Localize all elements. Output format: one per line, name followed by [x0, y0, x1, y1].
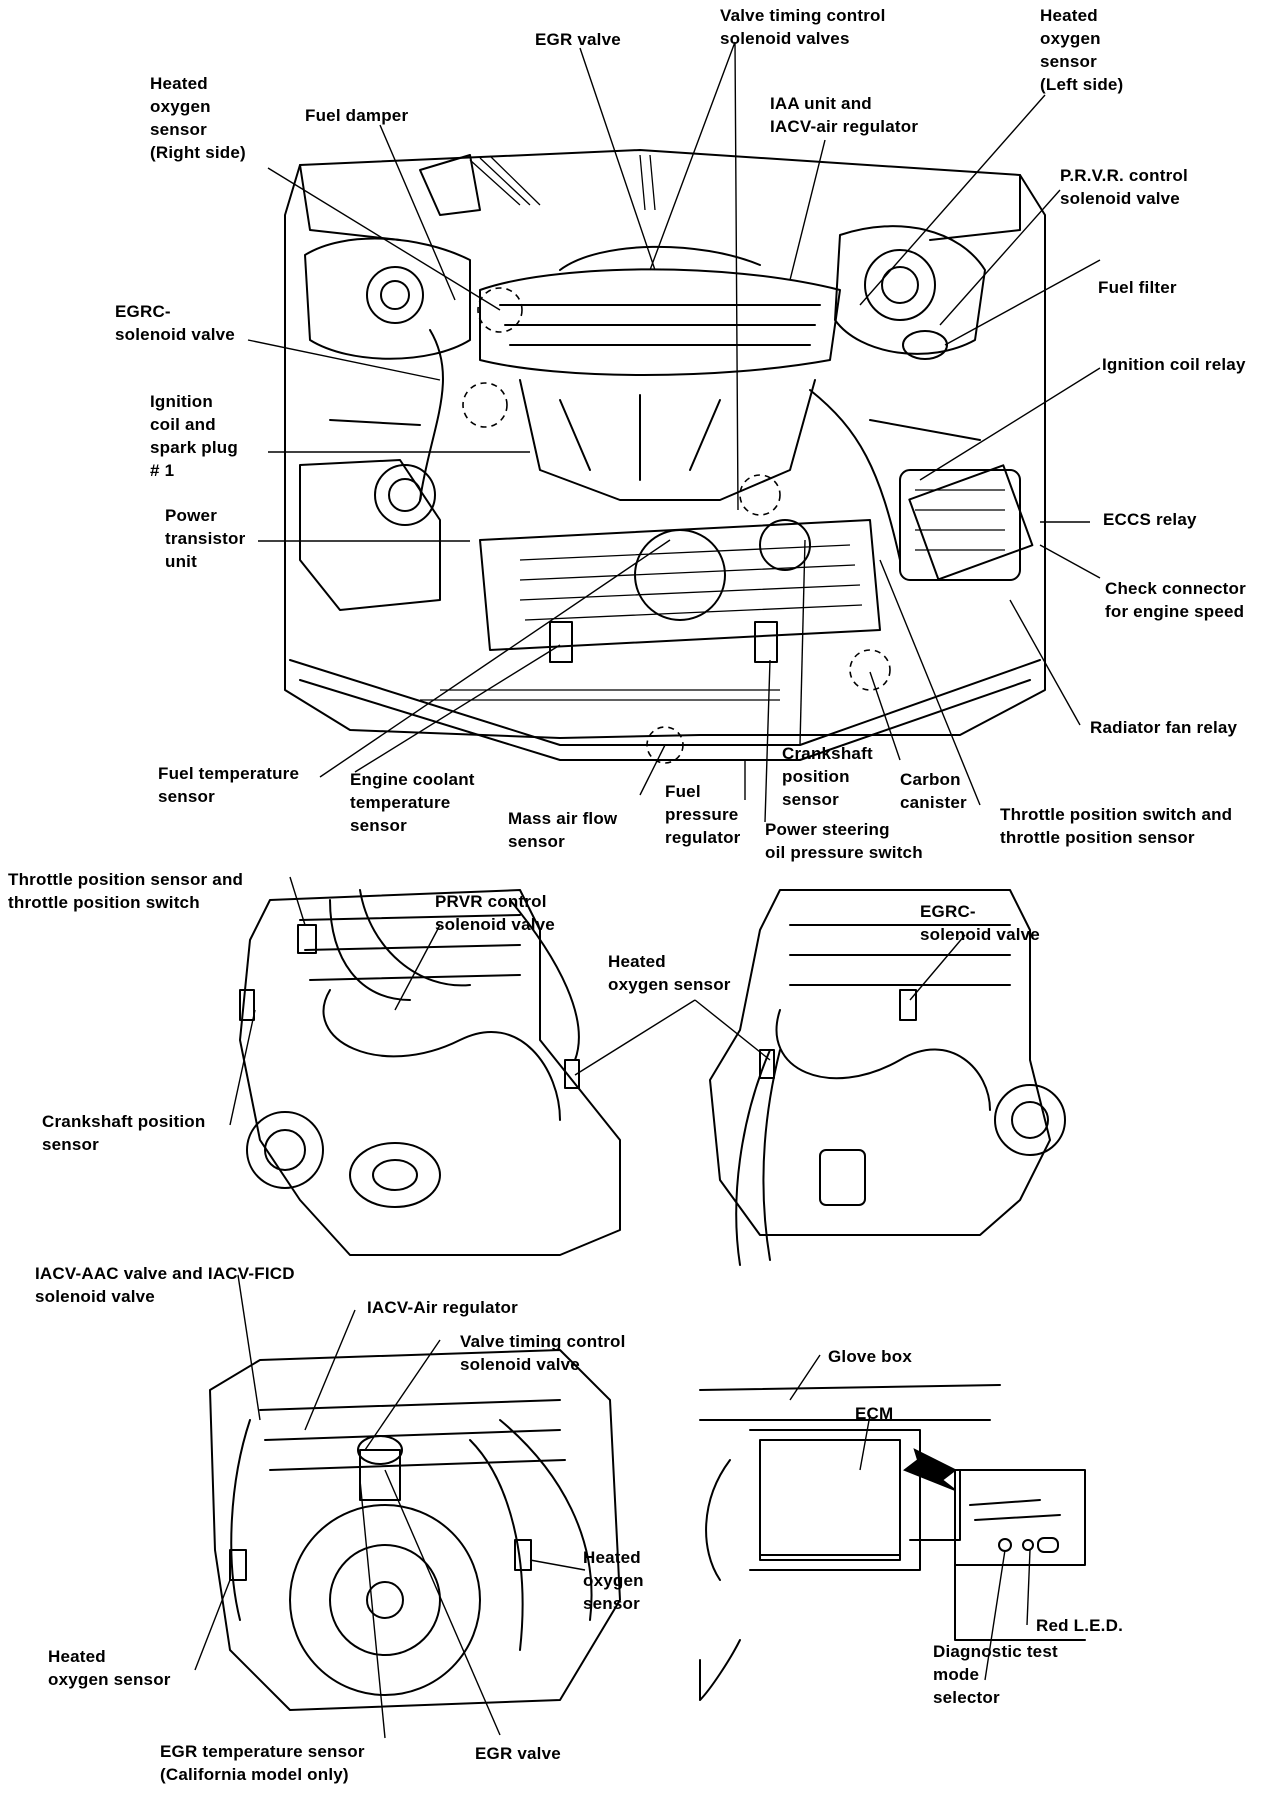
engine-left-side-view: [239, 889, 621, 1256]
label-engine-coolant: Engine coolant temperature sensor: [350, 770, 475, 835]
label-check-connector: Check connector for engine speed: [1105, 579, 1246, 621]
label-valve-timing-top: Valve timing control solenoid valves: [720, 6, 886, 48]
label-glove-box: Glove box: [828, 1347, 912, 1366]
label-eccs-relay: ECCS relay: [1103, 510, 1197, 529]
label-diag-selector: Diagnostic test mode selector: [933, 1642, 1058, 1707]
label-power-transistor: Power transistor unit: [165, 506, 246, 571]
label-prvr-mid: PRVR control solenoid valve: [435, 892, 555, 934]
leader-lines-top: [247, 41, 1101, 823]
label-prvr-top: P.R.V.R. control solenoid valve: [1060, 166, 1188, 208]
label-fuel-filter: Fuel filter: [1098, 278, 1177, 297]
label-heated-o2-left: Heated oxygen sensor (Left side): [1040, 6, 1124, 94]
label-iacv-aac: IACV-AAC valve and IACV-FICD solenoid va…: [35, 1264, 295, 1306]
label-iaa-unit: IAA unit and IACV-air regulator: [770, 94, 919, 136]
label-egr-temp: EGR temperature sensor (California model…: [160, 1742, 365, 1784]
label-heated-o2-right: Heated oxygen sensor (Right side): [150, 74, 246, 162]
leader-lines-mid-left: [229, 876, 771, 1126]
label-ecm: ECM: [855, 1404, 894, 1423]
label-radiator-fan-relay: Radiator fan relay: [1090, 718, 1238, 737]
label-iacv-air: IACV-Air regulator: [367, 1298, 518, 1317]
label-fuel-damper: Fuel damper: [305, 106, 409, 125]
engine-bay-top-view: [284, 149, 1046, 764]
engine-rear-view: [209, 1349, 621, 1711]
label-egrc-top: EGRC- solenoid valve: [115, 302, 235, 344]
label-ignition-coil: Ignition coil and spark plug # 1: [150, 392, 238, 480]
label-carbon-canister: Carbon canister: [900, 770, 967, 812]
label-fuel-temp-sensor: Fuel temperature sensor: [158, 764, 300, 806]
label-red-led: Red L.E.D.: [1036, 1616, 1124, 1635]
leader-lines-bottom-left: [194, 1274, 586, 1739]
label-crankshaft-mid: Crankshaft position sensor: [42, 1112, 206, 1154]
glove-box-ecm-view: [699, 1384, 1086, 1701]
label-crankshaft-top: Crankshaft position sensor: [782, 744, 873, 809]
leader-lines-mid-right: [909, 934, 966, 1001]
label-heated-o2-mid: Heated oxygen sensor: [608, 952, 731, 994]
label-egr-valve-top: EGR valve: [535, 30, 621, 49]
label-power-steering: Power steering oil pressure switch: [765, 820, 923, 862]
label-valve-timing-bot: Valve timing control solenoid valve: [460, 1332, 626, 1374]
label-throttle-top: Throttle position switch and throttle po…: [1000, 805, 1233, 847]
label-egrc-mid: EGRC- solenoid valve: [920, 902, 1040, 944]
label-fuel-pressure-reg: Fuel pressure regulator: [665, 782, 741, 847]
label-mass-air-flow: Mass air flow sensor: [508, 809, 618, 851]
label-ignition-coil-relay: Ignition coil relay: [1102, 355, 1246, 374]
label-throttle-mid: Throttle position sensor and throttle po…: [8, 870, 244, 912]
label-heated-o2-bot-left: Heated oxygen sensor: [48, 1647, 171, 1689]
label-heated-o2-bot-right: Heated oxygen sensor: [583, 1548, 644, 1613]
leader-lines-bottom-right: [789, 1354, 1031, 1681]
label-egr-valve-bot: EGR valve: [475, 1744, 561, 1763]
engine-right-side-view: [709, 889, 1066, 1266]
